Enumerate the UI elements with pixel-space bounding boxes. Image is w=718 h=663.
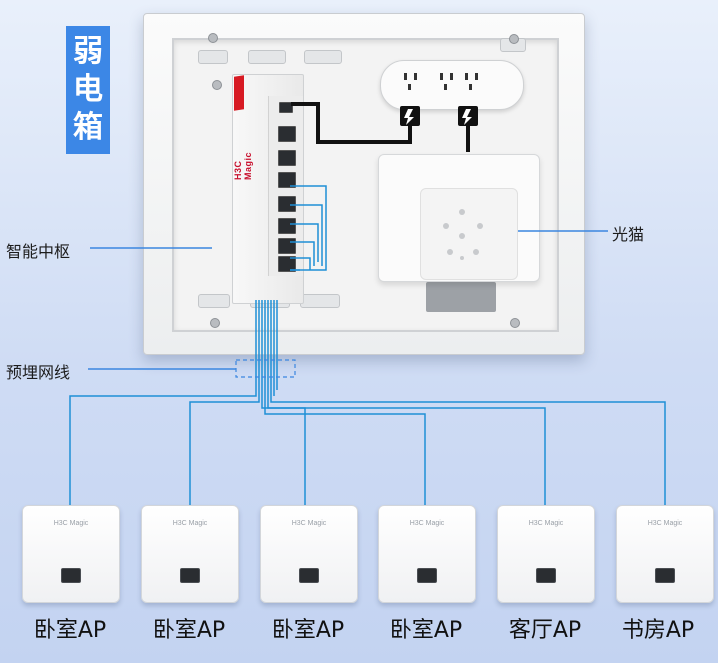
onu-bracket bbox=[426, 282, 496, 312]
ap-ethernet-port bbox=[655, 568, 675, 583]
hub-power-port bbox=[279, 102, 293, 113]
ap-label: 卧室AP bbox=[271, 618, 345, 643]
ap-panel: H3C Magic bbox=[22, 505, 120, 603]
ap-brand-logo: H3C Magic bbox=[172, 520, 208, 527]
plug-icon bbox=[400, 106, 420, 126]
hub-ethernet-port bbox=[278, 218, 296, 234]
ap-panel: H3C Magic bbox=[141, 505, 239, 603]
ap-panel: H3C Magic bbox=[378, 505, 476, 603]
vent-slot bbox=[248, 50, 286, 64]
hub-ethernet-port bbox=[278, 172, 296, 188]
ap-panel: H3C Magic bbox=[616, 505, 714, 603]
screw-icon bbox=[510, 318, 520, 328]
hub-ethernet-port bbox=[278, 126, 296, 142]
screw-icon bbox=[208, 33, 218, 43]
socket-holes bbox=[404, 73, 478, 90]
hub-cable-bundle bbox=[290, 185, 327, 271]
ap-ethernet-port bbox=[180, 568, 200, 583]
ap-brand-logo: H3C Magic bbox=[528, 520, 564, 527]
screw-icon bbox=[509, 34, 519, 44]
ap-label: 卧室AP bbox=[389, 618, 463, 643]
ap-brand-logo: H3C Magic bbox=[291, 520, 327, 527]
ap-ethernet-port bbox=[299, 568, 319, 583]
ap-ethernet-port bbox=[536, 568, 556, 583]
power-cord-hub bbox=[291, 102, 412, 144]
ap-brand-logo: H3C Magic bbox=[53, 520, 89, 527]
title-char: 电 bbox=[73, 72, 103, 107]
title-char: 箱 bbox=[73, 110, 103, 145]
embedded-cables bbox=[69, 300, 666, 505]
plug-icon bbox=[458, 106, 478, 126]
ap-label: 客厅AP bbox=[508, 618, 582, 643]
screw-icon bbox=[212, 80, 222, 90]
onu-label: 光猫 bbox=[612, 225, 645, 244]
vent-slot bbox=[198, 50, 228, 64]
power-socket bbox=[380, 60, 524, 110]
cable-label: 预埋网线 bbox=[6, 363, 71, 382]
hub-ethernet-port bbox=[278, 196, 296, 212]
box-title: 弱 电 箱 bbox=[66, 26, 110, 154]
title-char: 弱 bbox=[73, 34, 103, 69]
ap-brand-logo: H3C Magic bbox=[409, 520, 445, 527]
ap-ethernet-port bbox=[61, 568, 81, 583]
hub-label: 智能中枢 bbox=[6, 242, 71, 261]
ap-ethernet-port bbox=[417, 568, 437, 583]
ap-label: 卧室AP bbox=[33, 618, 107, 643]
screw-icon bbox=[210, 318, 220, 328]
hub-ethernet-port bbox=[278, 256, 296, 272]
vent-slot bbox=[198, 294, 230, 308]
ap-label: 书房AP bbox=[621, 618, 695, 643]
optical-modem-vent bbox=[420, 188, 518, 280]
ap-label: 卧室AP bbox=[152, 618, 226, 643]
onu-vent-dots bbox=[443, 209, 483, 260]
ap-panel: H3C Magic bbox=[497, 505, 595, 603]
ap-panel: H3C Magic bbox=[260, 505, 358, 603]
hub-ethernet-port bbox=[278, 150, 296, 166]
vent-slot bbox=[304, 50, 342, 64]
ap-brand-logo: H3C Magic bbox=[647, 520, 683, 527]
